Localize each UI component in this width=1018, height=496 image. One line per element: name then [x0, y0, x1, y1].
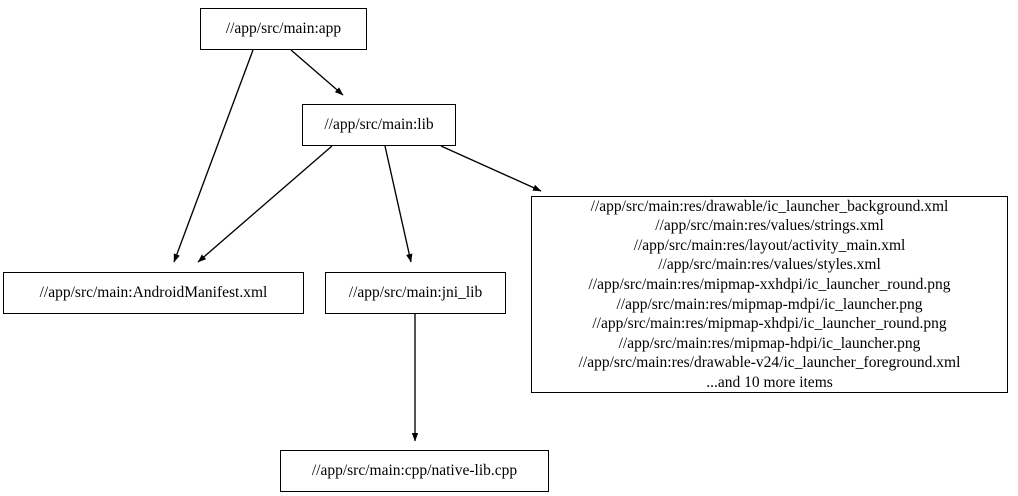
node-androidmanifest[interactable]: //app/src/main:AndroidManifest.xml	[3, 272, 304, 314]
node-native-lib-label: //app/src/main:cpp/native-lib.cpp	[311, 462, 518, 480]
node-res-group[interactable]: //app/src/main:res/drawable/ic_launcher_…	[531, 196, 1008, 393]
node-app[interactable]: //app/src/main:app	[200, 8, 367, 50]
edge-app-to-androidmanifest	[173, 49, 254, 263]
edge-lib-to-res	[440, 145, 542, 192]
node-androidmanifest-label: //app/src/main:AndroidManifest.xml	[39, 284, 268, 302]
edge-lib-to-androidmanifest	[197, 145, 333, 263]
node-lib[interactable]: //app/src/main:lib	[302, 104, 456, 146]
node-jni-lib-label: //app/src/main:jni_lib	[348, 284, 483, 302]
node-native-lib[interactable]: //app/src/main:cpp/native-lib.cpp	[280, 450, 549, 492]
edge-lib-to-jni-lib	[384, 145, 413, 263]
node-jni-lib[interactable]: //app/src/main:jni_lib	[325, 272, 506, 314]
node-res-group-label: //app/src/main:res/drawable/ic_launcher_…	[578, 197, 961, 391]
edge-app-to-lib	[290, 49, 344, 96]
node-app-label: //app/src/main:app	[225, 20, 342, 38]
node-lib-label: //app/src/main:lib	[324, 116, 434, 134]
